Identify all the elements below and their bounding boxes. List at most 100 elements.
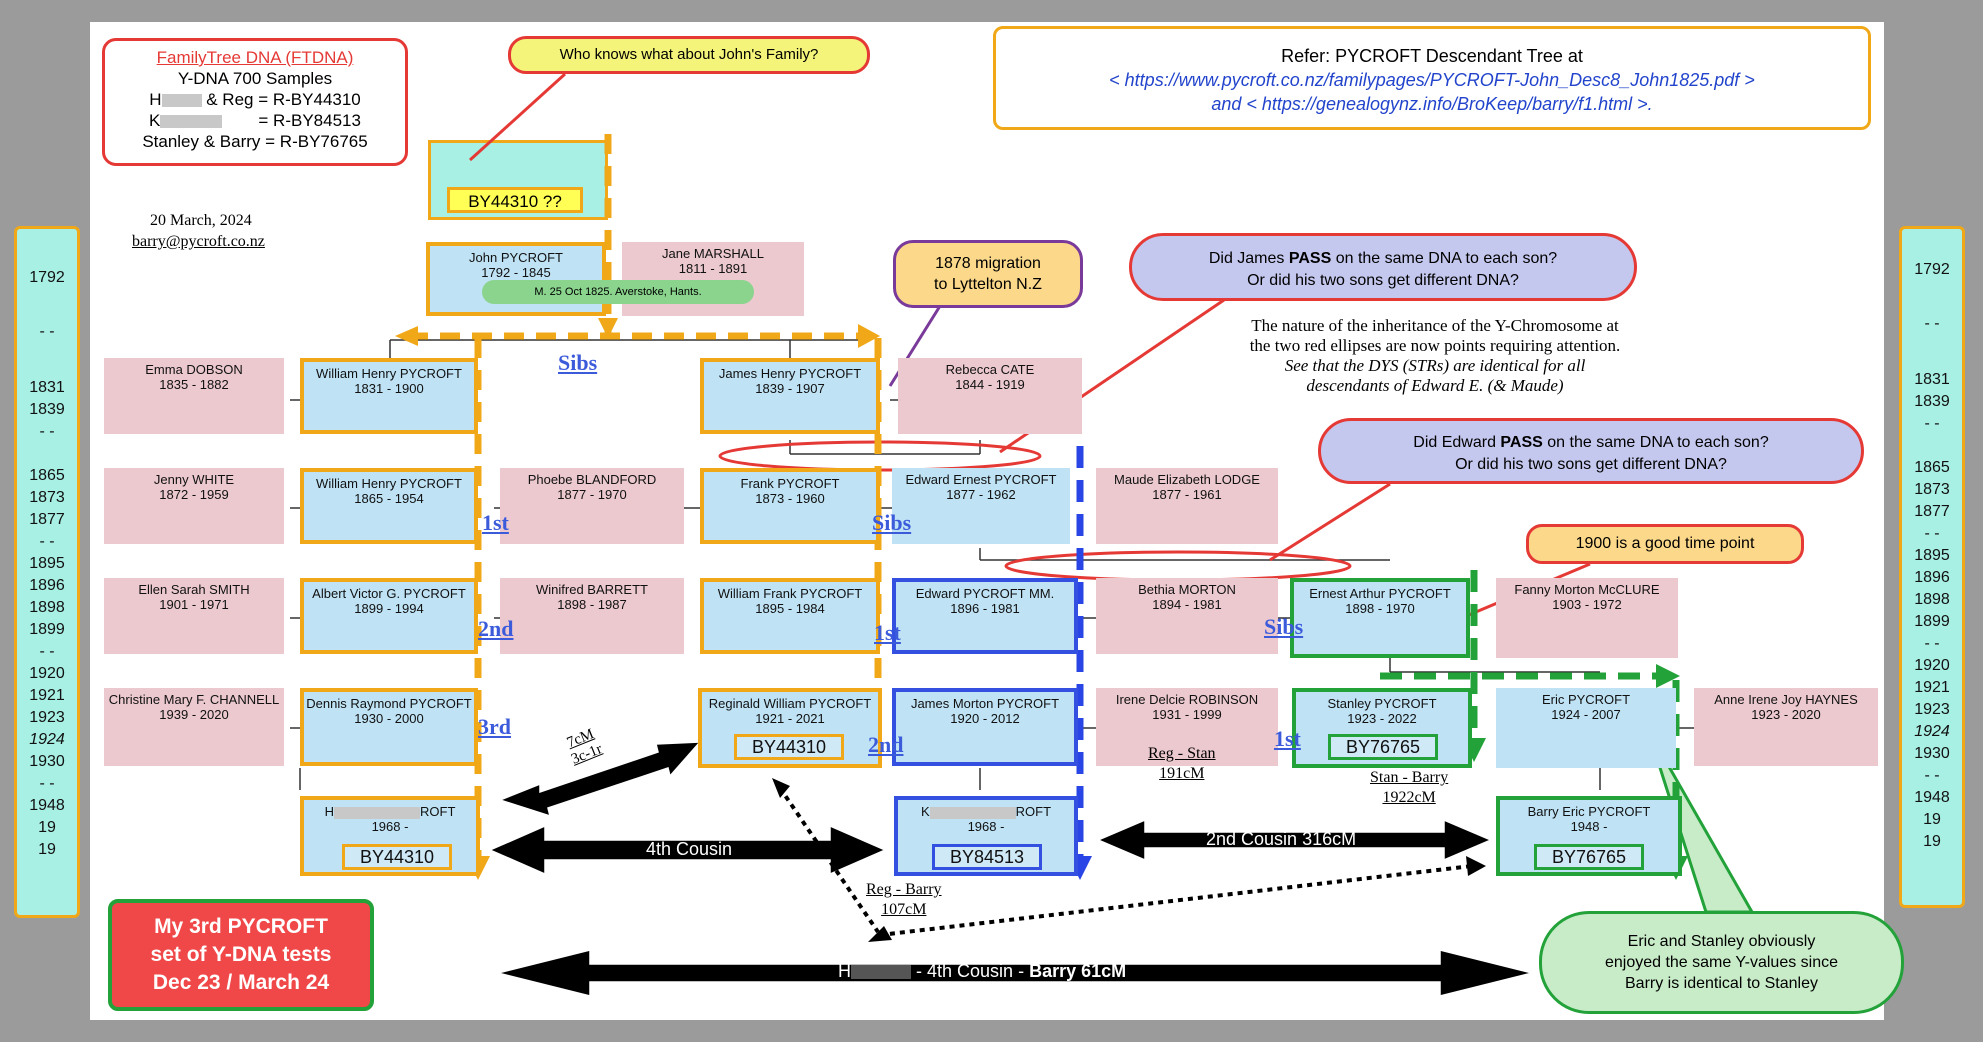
year-label: 1839 — [29, 401, 65, 418]
label-1st-mid: 1st — [874, 620, 901, 645]
ftdna-line-2: H & Reg = R-BY44310 — [149, 90, 361, 109]
year-label: - - — [1924, 635, 1940, 652]
year-label: 1920 — [1914, 657, 1950, 674]
ftdna-title: FamilyTree DNA (FTDNA) — [156, 48, 354, 67]
year-label: - - — [39, 775, 55, 792]
year-label: 1865 — [29, 467, 65, 484]
year-label: - - — [1924, 767, 1940, 784]
label-2nd-left: 2nd — [478, 616, 514, 641]
year-label: 19 — [1923, 833, 1941, 850]
h-dna-id: BY44310 — [342, 844, 452, 870]
year-label: 1831 — [1914, 371, 1950, 388]
year-label: 19 — [38, 819, 56, 836]
edward-question-callout: Did Edward PASS on the same DNA to each … — [1318, 418, 1864, 484]
james-question-callout: Did James PASS on the same DNA to each s… — [1129, 233, 1637, 301]
ancestor-id: BY44310 ?? — [447, 187, 583, 213]
label-3rd-left: 3rd — [478, 714, 511, 739]
year-label: 1899 — [29, 621, 65, 638]
who-knows-callout: Who knows what about John's Family? — [508, 36, 870, 74]
label-sibs-top: Sibs — [558, 350, 598, 375]
year-label: 1865 — [1914, 459, 1950, 476]
email-address: barry@pycroft.co.nz — [132, 233, 265, 250]
year-label: 1898 — [29, 599, 65, 616]
year-label: 1923 — [1914, 701, 1950, 718]
good-time-callout: 1900 is a good time point — [1526, 524, 1804, 564]
year-label: 1877 — [1914, 503, 1950, 520]
year-label: 1930 — [1914, 745, 1950, 762]
date-stamp: 20 March, 2024 — [150, 212, 252, 229]
year-label: - - — [1924, 315, 1940, 332]
year-label: 1895 — [29, 555, 65, 572]
label-1st-left: 1st — [482, 510, 509, 535]
eric-stanley-callout: Eric and Stanley obviously enjoyed the s… — [1539, 911, 1904, 1014]
year-label: 19 — [38, 841, 56, 858]
ftdna-summary-box: FamilyTree DNA (FTDNA) Y-DNA 700 Samples… — [102, 38, 408, 166]
year-label: 1899 — [1914, 613, 1950, 630]
refer-link-1[interactable]: < https://www.pycroft.co.nz/familypages/… — [1109, 70, 1755, 90]
year-label: 1948 — [1914, 789, 1950, 806]
ftdna-line-3: K= R-BY84513 — [149, 111, 361, 130]
year-label: 1896 — [29, 577, 65, 594]
ftdna-line-4: Stanley & Barry = R-BY76765 — [142, 132, 368, 151]
barry-dna-id: BY76765 — [1534, 844, 1644, 870]
refer-box: Refer: PYCROFT Descendant Tree at < http… — [993, 26, 1871, 130]
label-fourth-cousin: 4th Cousin — [646, 839, 733, 859]
year-label: 1930 — [29, 753, 65, 770]
ancestor-box: BY44310 ?? — [428, 140, 608, 220]
year-label: 1921 — [1914, 679, 1950, 696]
year-label: 1873 — [1914, 481, 1950, 498]
refer-line-1: Refer: PYCROFT Descendant Tree at — [1281, 46, 1583, 66]
tests-summary-box: My 3rd PYCROFT set of Y-DNA tests Dec 23… — [108, 899, 374, 1011]
label-sibs-right: Sibs — [1264, 614, 1304, 639]
year-label: 1923 — [29, 709, 65, 726]
year-label: 1831 — [29, 379, 65, 396]
label-1st-right: 1st — [1274, 726, 1301, 751]
marriage-label: M. 25 Oct 1825. Averstoke, Hants. — [482, 280, 754, 304]
year-label: - - — [39, 643, 55, 660]
year-label: - - — [39, 423, 55, 440]
stanley-dna-id: BY76765 — [1328, 734, 1438, 760]
year-label: 1873 — [29, 489, 65, 506]
refer-link-2[interactable]: and < https://genealogynz.info/BroKeep/b… — [1211, 94, 1653, 114]
year-label: 1792 — [1914, 261, 1950, 278]
year-label: 1877 — [29, 511, 65, 528]
migration-callout: 1878 migration to Lyttelton N.Z — [893, 240, 1083, 308]
label-2nd-mid: 2nd — [868, 732, 904, 757]
year-label: 1896 — [1914, 569, 1950, 586]
reg-dna-id: BY44310 — [734, 734, 844, 760]
year-label: 1921 — [29, 687, 65, 704]
ftdna-line-1: Y-DNA 700 Samples — [177, 69, 333, 88]
year-label: - - — [39, 533, 55, 550]
inheritance-note: The nature of the inheritance of the Y-C… — [1249, 316, 1621, 395]
label-second-cousin: 2nd Cousin 316cM — [1206, 829, 1357, 849]
label-bottom-cousin: H - 4th Cousin - Barry 61cM — [838, 961, 1127, 981]
